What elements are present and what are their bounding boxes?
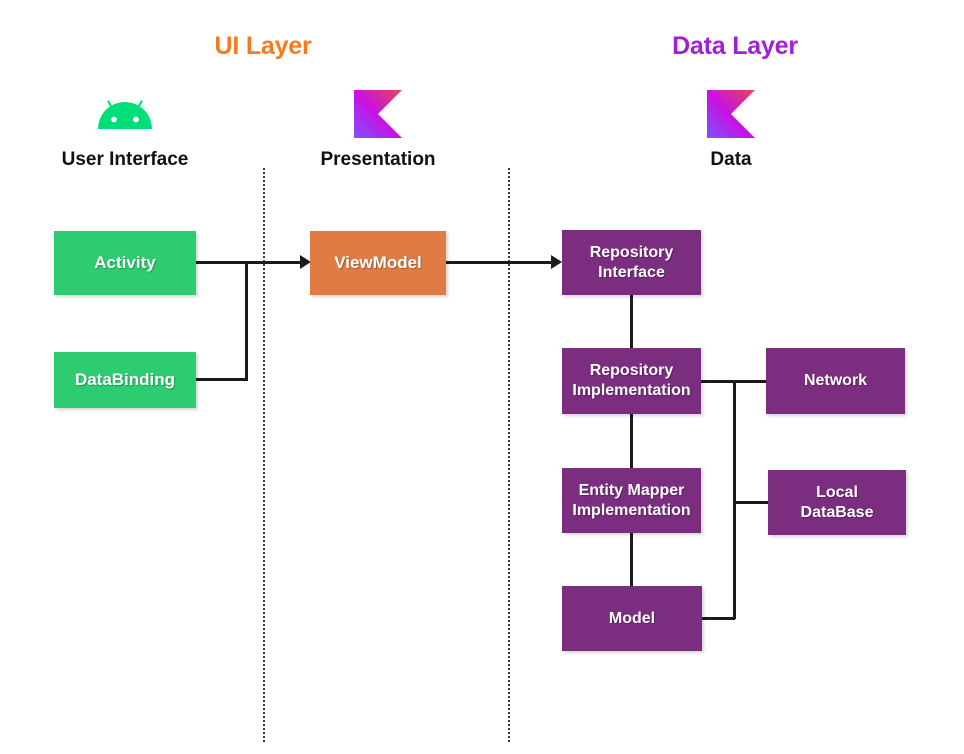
node-network[interactable]: Network <box>766 348 905 414</box>
node-activity[interactable]: Activity <box>54 231 196 295</box>
arrowhead-into-repository-interface <box>551 255 562 269</box>
node-viewmodel[interactable]: ViewModel <box>310 231 446 295</box>
data-layer-title: Data Layer <box>672 32 798 60</box>
connector-trunk-to-local-database <box>733 501 768 504</box>
column-label-data: Data <box>710 149 752 170</box>
column-user-interface: User Interface <box>5 88 245 171</box>
kotlin-icon <box>707 90 755 138</box>
node-databinding[interactable]: DataBinding <box>54 352 196 408</box>
arrowhead-into-viewmodel <box>300 255 311 269</box>
connector-viewmodel-to-repository-interface <box>446 261 553 264</box>
connector-entity-mapper-to-model <box>630 533 633 586</box>
connector-repository-implementation-to-entity-mapper <box>630 414 633 468</box>
node-label-model: Model <box>608 609 656 627</box>
connector-activity-to-viewmodel <box>196 261 248 264</box>
node-label-activity: Activity <box>94 253 156 273</box>
column-label-user-interface: User Interface <box>61 149 189 170</box>
column-data: Data <box>611 88 851 171</box>
layer-divider-ui-presentation <box>263 168 265 742</box>
column-label-presentation: Presentation <box>320 149 436 170</box>
android-icon-wrapper <box>5 88 245 140</box>
node-label-network: Network <box>803 372 868 389</box>
connector-data-trunk <box>733 380 736 619</box>
kotlin-icon-wrapper-data <box>611 88 851 140</box>
node-label-databinding: DataBinding <box>74 370 176 390</box>
layer-divider-presentation-data <box>508 168 510 742</box>
kotlin-icon-wrapper-presentation <box>258 88 498 140</box>
connector-ui-merge <box>245 261 248 381</box>
ui-layer-title: UI Layer <box>214 32 312 60</box>
connector-model-to-trunk <box>702 617 735 620</box>
column-presentation: Presentation <box>258 88 498 171</box>
kotlin-icon <box>354 90 402 138</box>
node-label-viewmodel: ViewModel <box>334 253 422 273</box>
connector-merge-to-viewmodel <box>245 261 301 264</box>
connector-repository-interface-to-implementation <box>630 295 633 348</box>
node-model[interactable]: Model <box>562 586 702 651</box>
connector-databinding-to-viewmodel <box>196 378 248 381</box>
android-icon <box>98 100 152 129</box>
